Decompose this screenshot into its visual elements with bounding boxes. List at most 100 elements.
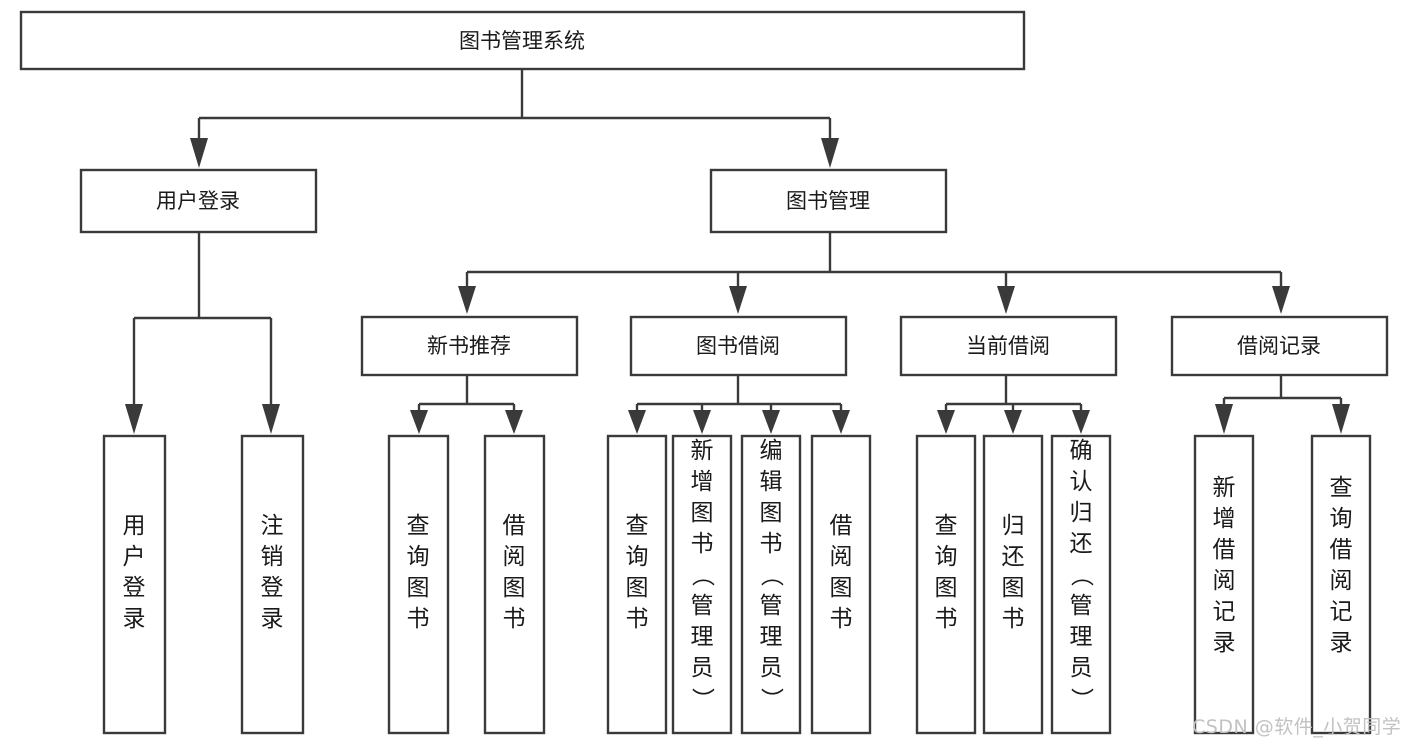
node-box[interactable] — [1310, 434, 1372, 735]
node-box[interactable] — [899, 315, 1118, 377]
node-box[interactable] — [483, 434, 546, 735]
node-label-char: 增 — [1213, 506, 1236, 532]
node-label-char: 借 — [1330, 537, 1353, 563]
arrow-head-icon — [997, 286, 1015, 314]
node-leaf-user-login[interactable]: 用户登录 — [102, 434, 167, 735]
node-label-char: 员 — [691, 655, 714, 681]
node-box[interactable] — [102, 434, 167, 735]
node-label-char: ） — [1068, 688, 1094, 711]
node-label-char: 确 — [1070, 438, 1093, 464]
node-label-char: 书 — [503, 606, 526, 632]
node-label-char: 查 — [626, 513, 649, 539]
node-box[interactable] — [915, 434, 977, 735]
node-box[interactable] — [709, 168, 948, 234]
node-label-char: 新 — [1213, 475, 1236, 501]
node-label-char: 记 — [1213, 599, 1236, 625]
node-label-char: 管 — [691, 593, 714, 619]
node-label-char: 书 — [1002, 606, 1025, 632]
node-book-manage[interactable]: 图书管理 — [709, 168, 948, 234]
node-new-book-recommend[interactable]: 新书推荐 — [360, 315, 579, 377]
node-label-char: 录 — [1213, 630, 1236, 656]
node-label-char: 辑 — [760, 469, 783, 495]
node-label-char: 录 — [123, 606, 146, 632]
node-root[interactable]: 图书管理系统 — [19, 10, 1026, 71]
arrow-head-icon — [1215, 404, 1233, 434]
node-label-char: （ — [758, 564, 784, 587]
arrow-head-icon — [458, 286, 476, 314]
node-current-borrow[interactable]: 当前借阅 — [899, 315, 1118, 377]
node-box[interactable] — [1050, 434, 1112, 735]
node-label-char: 登 — [261, 575, 284, 601]
node-box[interactable] — [387, 434, 450, 735]
node-label-char: 图 — [503, 575, 526, 601]
node-label-char: 注 — [261, 513, 284, 539]
node-label-char: 编 — [760, 438, 783, 464]
node-label-char: 借 — [830, 513, 853, 539]
node-label-char: ） — [758, 688, 784, 711]
node-label-char: 查 — [407, 513, 430, 539]
node-label-char: 录 — [1330, 630, 1353, 656]
node-label-char: 归 — [1070, 500, 1093, 526]
node-label-char: 图 — [626, 575, 649, 601]
node-label-char: 书 — [691, 531, 714, 557]
node-label-char: 理 — [691, 624, 714, 650]
node-box[interactable] — [740, 434, 802, 735]
node-book-borrow[interactable]: 图书借阅 — [629, 315, 848, 377]
node-box[interactable] — [240, 434, 305, 735]
node-label-char: （ — [689, 564, 715, 587]
node-label-char: 书 — [830, 606, 853, 632]
arrow-head-icon — [125, 404, 143, 434]
arrow-head-icon — [262, 404, 280, 434]
node-box[interactable] — [360, 315, 579, 377]
node-box[interactable] — [19, 10, 1026, 71]
node-label-char: 图 — [935, 575, 958, 601]
node-user-login[interactable]: 用户登录 — [79, 168, 318, 234]
node-label-char: 还 — [1070, 531, 1093, 557]
node-label-char: 查 — [935, 513, 958, 539]
arrow-head-icon — [937, 410, 955, 434]
node-box[interactable] — [982, 434, 1044, 735]
node-box[interactable] — [79, 168, 318, 234]
node-box[interactable] — [1170, 315, 1389, 377]
node-label-user-login: 用户登录 — [156, 189, 240, 213]
node-label-char: （ — [1068, 564, 1094, 587]
arrow-head-icon — [505, 410, 523, 434]
node-box[interactable] — [1193, 434, 1255, 735]
node-borrow-record[interactable]: 借阅记录 — [1170, 315, 1389, 377]
node-label-char: 还 — [1002, 544, 1025, 570]
node-label-char: 查 — [1330, 475, 1353, 501]
node-label-root: 图书管理系统 — [459, 29, 585, 53]
node-label-char: 理 — [760, 624, 783, 650]
node-box[interactable] — [629, 315, 848, 377]
node-label-char: 图 — [691, 500, 714, 526]
node-label-char: 图 — [1002, 575, 1025, 601]
node-box[interactable] — [606, 434, 668, 735]
node-box[interactable] — [671, 434, 733, 735]
node-box[interactable] — [810, 434, 872, 735]
node-label-book-borrow: 图书借阅 — [696, 334, 780, 358]
node-label-char: 书 — [626, 606, 649, 632]
node-label-book-manage: 图书管理 — [786, 189, 870, 213]
